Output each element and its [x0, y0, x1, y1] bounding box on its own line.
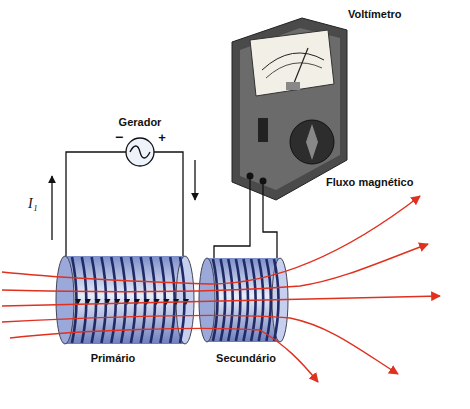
voltmeter [232, 18, 347, 200]
polarity-sign: + [158, 131, 166, 145]
wire [263, 183, 277, 258]
secondary-circuit [214, 178, 277, 258]
primary-coil [56, 256, 194, 344]
current-arrow [51, 176, 52, 240]
primary-circuit [66, 152, 183, 262]
flux-lines [2, 196, 440, 382]
coil-label: Primário [91, 352, 136, 364]
current-arrow [194, 160, 195, 200]
polarity-sign: − [115, 130, 123, 145]
current-arrow [134, 299, 140, 305]
wire [154, 152, 183, 262]
sine-symbol [130, 146, 150, 158]
generator-symbol [126, 138, 154, 166]
flux-label: Fluxo magnético [326, 176, 413, 188]
coil-label: Secundário [216, 352, 276, 364]
wire [214, 178, 250, 258]
current-label: I₁ [28, 196, 38, 211]
generator-label: Gerador [119, 116, 162, 128]
instrument-label: Voltímetro [348, 8, 402, 20]
current-arrow [124, 299, 130, 305]
wire [66, 152, 126, 262]
